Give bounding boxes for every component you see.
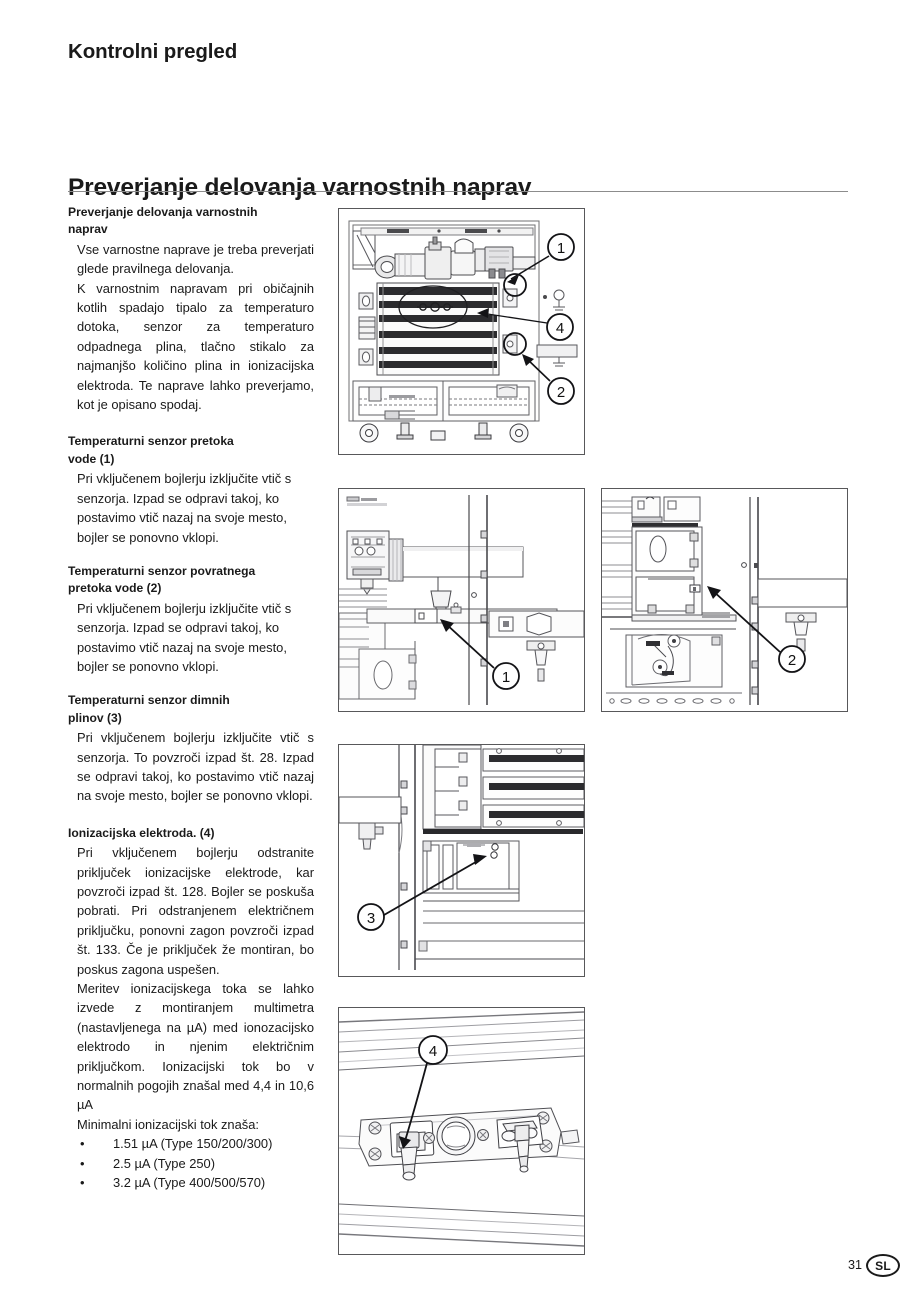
figure-flow-temperature-sensor: 1 <box>338 488 585 712</box>
figure-ionization-electrode: 4 <box>338 1007 585 1255</box>
callout-marker-2: 2 <box>707 586 806 673</box>
section-heading: Temperaturni senzor povratnega pretoka v… <box>68 563 256 596</box>
minimum-current-list: • 1.51 µA (Type 150/200/300) • 2.5 µA (T… <box>68 1134 314 1192</box>
list-item: • 2.5 µA (Type 250) <box>77 1154 314 1173</box>
list-item-label: 1.51 µA (Type 150/200/300) <box>113 1136 273 1152</box>
figure-flue-gas-temperature-sensor: 3 <box>338 744 585 977</box>
bullet-icon: • <box>80 1136 85 1152</box>
section-ionization-electrode: Ionizacijska elektroda. (4) Pri vključen… <box>68 825 314 1193</box>
svg-text:1: 1 <box>557 240 565 257</box>
paragraph: Pri vključenem bojlerju izključite vtič … <box>77 730 314 804</box>
paragraph: K varnostnim napravam pri običajnih kotl… <box>77 280 314 413</box>
page-title: Preverjanje delovanja varnostnih naprav <box>68 174 532 202</box>
svg-text:4: 4 <box>429 1043 437 1060</box>
spacer <box>68 676 314 692</box>
callout-marker-2: 2 <box>503 332 575 405</box>
svg-text:2: 2 <box>788 652 796 669</box>
callout-marker-4: 4 <box>477 308 574 341</box>
section-flue-gas-temp-sensor: Temperaturni senzor dimnih plinov (3) Pr… <box>68 692 314 805</box>
svg-text:4: 4 <box>556 320 564 337</box>
svg-text:3: 3 <box>367 910 375 927</box>
paragraph: Pri vključenem bojlerju odstranite prikl… <box>77 845 314 977</box>
language-badge: SL <box>866 1254 900 1277</box>
title-divider <box>68 191 848 192</box>
language-badge-label: SL <box>866 1254 900 1277</box>
running-head: Kontrolni pregled <box>68 40 238 63</box>
paragraph: Pri vključenem bojlerju izključite vtič … <box>77 600 292 674</box>
figure-return-temperature-sensor: 2 <box>601 488 848 712</box>
section-return-temp-sensor: Temperaturni senzor povratnega pretoka v… <box>68 563 314 676</box>
bullet-icon: • <box>80 1175 85 1191</box>
svg-text:2: 2 <box>557 384 565 401</box>
section-intro: Preverjanje delovanja varnostnih naprav … <box>68 204 314 414</box>
spacer <box>68 547 314 563</box>
list-item: • 1.51 µA (Type 150/200/300) <box>77 1134 314 1153</box>
list-item-label: 3.2 µA (Type 400/500/570) <box>113 1175 266 1191</box>
list-item: • 3.2 µA (Type 400/500/570) <box>77 1173 314 1192</box>
page-number: 31 <box>847 1258 862 1272</box>
section-heading: Preverjanje delovanja varnostnih naprav <box>68 205 258 237</box>
section-flow-temp-sensor: Temperaturni senzor pretoka vode (1) Pri… <box>68 433 314 546</box>
paragraph: Meritev ionizacijskega toka se lahko izv… <box>77 981 314 1113</box>
spacer <box>68 414 314 433</box>
paragraph: Pri vključenem bojlerju izključite vtič … <box>77 471 292 545</box>
callout-marker-4: 4 <box>399 1035 448 1149</box>
section-heading: Temperaturni senzor pretoka vode (1) <box>68 434 234 466</box>
paragraph: Vse varnostne naprave je treba preverjat… <box>77 241 314 277</box>
callout-marker-3: 3 <box>357 854 487 931</box>
spacer <box>68 806 314 825</box>
section-heading: Ionizacijska elektroda. (4) <box>68 825 215 840</box>
paragraph: Minimalni ionizacijski tok znaša: <box>77 1116 259 1132</box>
bullet-icon: • <box>80 1155 85 1171</box>
callout-marker-1: 1 <box>440 619 520 690</box>
figure-boiler-overview: 1 4 2 <box>338 208 585 455</box>
svg-text:1: 1 <box>502 669 510 686</box>
section-heading: Temperaturni senzor dimnih plinov (3) <box>68 693 230 725</box>
list-item-label: 2.5 µA (Type 250) <box>113 1155 216 1171</box>
body-text-column: Preverjanje delovanja varnostnih naprav … <box>68 204 314 1193</box>
callout-marker-1: 1 <box>503 233 575 297</box>
